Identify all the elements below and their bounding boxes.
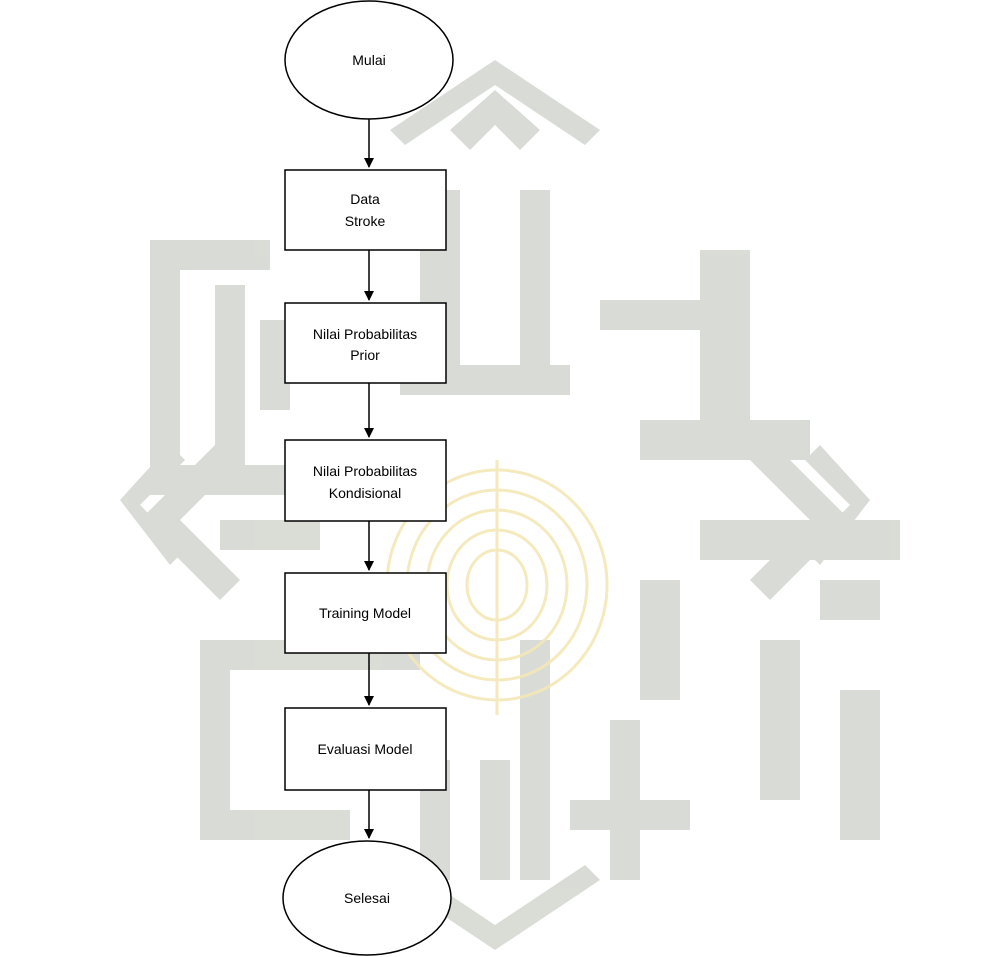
end-node: Selesai bbox=[282, 840, 452, 956]
conditional-node: Nilai Probabilitas Kondisional bbox=[284, 439, 447, 522]
training-label: Training Model bbox=[319, 605, 411, 621]
prior-node: Nilai Probabilitas Prior bbox=[284, 302, 447, 384]
prior-label-line2: Prior bbox=[350, 347, 380, 363]
data-label-line1: Data bbox=[350, 191, 380, 207]
prior-label-line1: Nilai Probabilitas bbox=[313, 326, 417, 342]
conditional-label-line2: Kondisional bbox=[329, 485, 401, 501]
conditional-label-line1: Nilai Probabilitas bbox=[313, 463, 417, 479]
training-node: Training Model bbox=[284, 572, 447, 654]
data-label-line2: Stroke bbox=[345, 213, 386, 229]
end-label: Selesai bbox=[344, 890, 390, 906]
evaluation-node: Evaluasi Model bbox=[284, 707, 447, 791]
start-label: Mulai bbox=[352, 52, 385, 68]
start-node: Mulai bbox=[284, 0, 454, 120]
data-node: Data Stroke bbox=[284, 169, 447, 251]
evaluation-label: Evaluasi Model bbox=[318, 741, 413, 757]
